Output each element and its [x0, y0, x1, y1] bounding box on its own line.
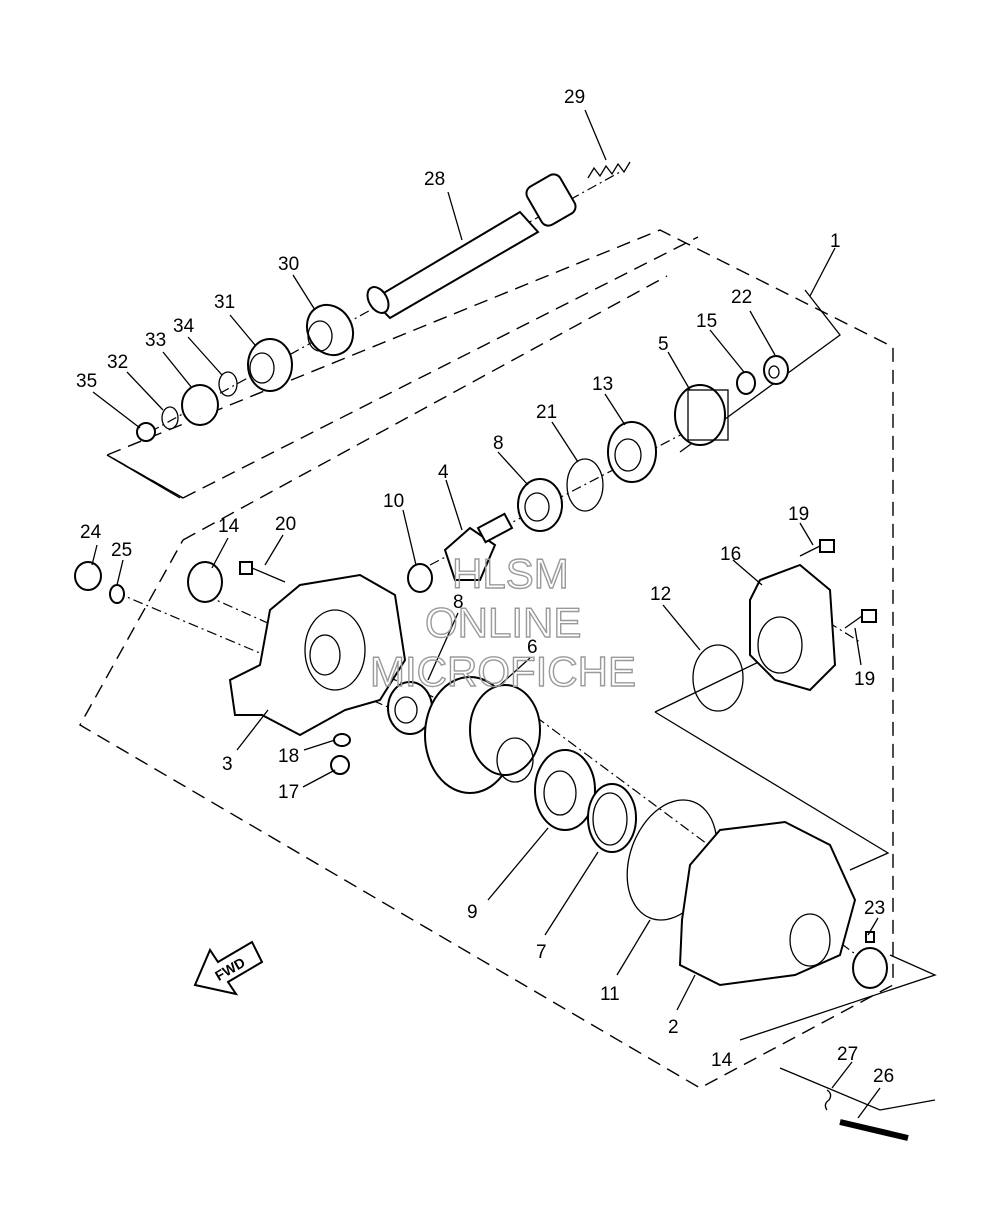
callout-17: 17: [278, 782, 299, 803]
callout-5: 5: [658, 334, 669, 355]
bearing-31: [247, 338, 293, 392]
needle-bearing-33: [181, 384, 219, 426]
shim-7: [587, 783, 637, 853]
callout-13: 13: [592, 374, 613, 395]
bearing-30: [305, 303, 355, 357]
oil-seal-14-left: [187, 561, 223, 603]
gear-case-3: [228, 573, 407, 737]
callout-12: 12: [650, 584, 671, 605]
watermark-line3: MICROFICHE: [370, 648, 636, 695]
callout-23: 23: [864, 898, 885, 919]
callout-27: 27: [837, 1044, 858, 1065]
callout-20: 20: [275, 514, 296, 535]
callout-32: 32: [107, 352, 128, 373]
callout-8-upper: 8: [493, 433, 504, 454]
callout-1: 1: [830, 231, 841, 252]
callout-35: 35: [76, 371, 97, 392]
pin-26: [839, 1119, 909, 1141]
washer-15: [736, 371, 756, 395]
bolt-20: [239, 561, 286, 583]
nut-22: [763, 355, 789, 385]
callout-28: 28: [424, 169, 445, 190]
callout-6: 6: [527, 637, 538, 658]
coupling-5: [674, 384, 729, 446]
circlip-32: [161, 406, 179, 430]
needle-bearing-10: [407, 563, 433, 593]
washer-25: [109, 584, 125, 604]
callout-19-side: 19: [854, 669, 875, 690]
callout-7: 7: [536, 942, 547, 963]
callout-4: 4: [438, 462, 449, 483]
fwd-arrow: FWD: [193, 940, 264, 996]
gear-motor-16: [749, 563, 837, 692]
gear-case-2: [678, 820, 857, 987]
callout-22: 22: [731, 287, 752, 308]
clip-27: [824, 1089, 832, 1111]
callout-16: 16: [720, 544, 741, 565]
callout-24: 24: [80, 522, 102, 543]
leader-lines: [91, 109, 881, 1119]
nut-24: [74, 561, 102, 591]
callout-33: 33: [145, 330, 166, 351]
callout-8-lower: 8: [453, 592, 464, 613]
callout-34: 34: [173, 316, 195, 337]
pinion-gear-4: [443, 512, 514, 581]
o-ring-12: [692, 644, 744, 712]
callout-11: 11: [600, 984, 620, 1005]
dowel-23: [865, 931, 875, 943]
callout-9: 9: [467, 902, 478, 923]
shim-21: [566, 458, 604, 512]
callout-25: 25: [111, 540, 132, 561]
callout-2: 2: [668, 1017, 679, 1038]
callout-18: 18: [278, 746, 299, 767]
callout-26: 26: [873, 1066, 894, 1087]
callout-14-left: 14: [218, 516, 240, 537]
callout-21: 21: [536, 402, 557, 423]
oil-seal-14-right: [852, 947, 888, 989]
watermark-line2: ONLINE: [425, 599, 581, 646]
bolt-19-side: [844, 609, 877, 629]
callout-30: 30: [278, 254, 299, 275]
callout-3: 3: [222, 754, 233, 775]
callout-29: 29: [564, 87, 585, 108]
spring-29: [587, 161, 631, 179]
watermark-line1: HLSM: [452, 550, 569, 597]
callout-labels: 1 2 3 4 5 6 7 8 8 9 10 11 12 13 14 14 15…: [76, 87, 894, 1087]
callout-14-right: 14: [711, 1050, 733, 1071]
bearing-8-upper: [517, 478, 563, 532]
ring-gear-6: [424, 676, 541, 794]
oil-seal-13: [607, 421, 657, 483]
callout-15: 15: [696, 311, 717, 332]
callout-10: 10: [383, 491, 404, 512]
plug-35: [136, 422, 156, 442]
bearing-9: [534, 749, 596, 831]
drain-plug-17: [330, 755, 350, 775]
watermark: HLSM ONLINE MICROFICHE: [369, 549, 636, 695]
callout-19-top: 19: [788, 504, 809, 525]
bolt-19-top: [799, 539, 835, 557]
drive-shaft-28: [366, 173, 577, 320]
circlip-34: [218, 371, 238, 397]
callout-31: 31: [214, 292, 235, 313]
washer-18: [333, 733, 351, 747]
